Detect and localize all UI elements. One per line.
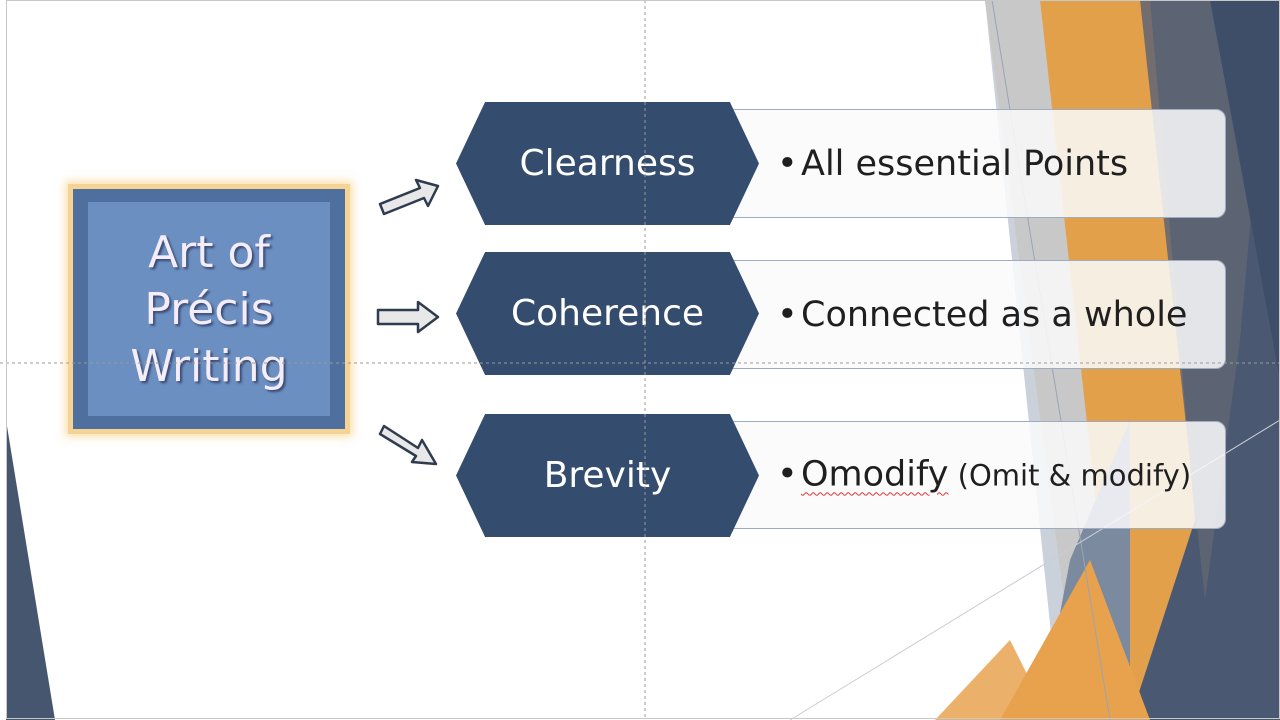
coherence-description: Connected as a whole — [801, 294, 1188, 335]
panel-brevity[interactable]: • Omodify (Omit & modify) — [700, 421, 1226, 529]
hexagon-brevity-label: Brevity — [543, 455, 672, 496]
brevity-description: (Omit & modify) — [948, 458, 1192, 493]
hexagon-coherence[interactable]: Coherence — [456, 252, 759, 375]
panel-coherence-text: • Connected as a whole — [777, 293, 1209, 337]
center-concept-box[interactable]: Art of Précis Writing — [68, 184, 350, 434]
hexagon-clearness-label: Clearness — [519, 143, 696, 184]
bullet: • — [777, 454, 798, 495]
center-label-line-2: Précis — [144, 283, 274, 335]
arrow-to-brevity-icon — [378, 424, 438, 466]
left-corner-triangle — [6, 420, 55, 720]
center-box-face: Art of Précis Writing — [88, 202, 330, 416]
clearness-description: All essential Points — [801, 143, 1129, 184]
hexagon-coherence-label: Coherence — [510, 293, 705, 334]
panel-brevity-text: • Omodify (Omit & modify) — [777, 454, 1209, 497]
arrow-to-clearness-icon — [378, 178, 440, 216]
center-label-line-1: Art of — [148, 226, 270, 278]
brevity-keyword: Omodify — [801, 454, 949, 495]
hexagon-clearness[interactable]: Clearness — [456, 102, 759, 225]
bullet: • — [777, 294, 798, 335]
bullet: • — [777, 143, 798, 184]
panel-coherence[interactable]: • Connected as a whole — [700, 260, 1226, 369]
center-label-line-3: Writing — [130, 340, 288, 392]
panel-clearness[interactable]: • All essential Points — [700, 109, 1226, 218]
arrow-to-coherence-icon — [376, 300, 440, 334]
center-box-label: Art of Précis Writing — [130, 224, 287, 395]
hexagon-brevity[interactable]: Brevity — [456, 414, 759, 537]
panel-clearness-text: • All essential Points — [777, 142, 1209, 186]
